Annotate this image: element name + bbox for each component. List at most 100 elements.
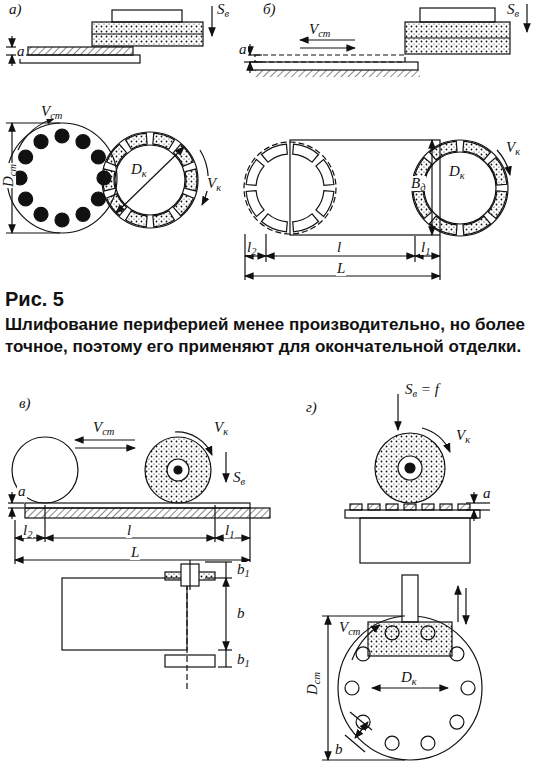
drawing-stroke	[11, 36, 12, 47]
dimension-label: b	[236, 606, 246, 621]
drawing-stroke	[316, 159, 334, 185]
drawing-stroke	[439, 235, 440, 280]
drawing-stroke	[255, 70, 420, 77]
dimension-label: a	[17, 484, 27, 499]
drawing-stroke	[327, 616, 328, 760]
figure-letter: б)	[262, 2, 277, 17]
drawing-stroke	[6, 232, 60, 233]
dimension-label: Vст	[338, 620, 361, 635]
drawing-stroke	[293, 144, 319, 162]
drawing-stroke	[103, 169, 115, 191]
dimension-label: l1	[420, 240, 431, 255]
drawing-stroke	[440, 504, 452, 510]
drawing-stroke	[153, 211, 175, 227]
drawing-stroke	[167, 459, 189, 481]
drawing-stroke	[250, 62, 418, 70]
drawing-stroke	[450, 715, 464, 729]
drawing-stroke	[14, 520, 15, 564]
drawing-stroke	[12, 437, 78, 503]
scheme-b-side	[244, 4, 527, 77]
drawing-stroke	[461, 681, 475, 695]
dimension-label: b1	[236, 562, 251, 577]
drawing-stroke	[368, 622, 452, 656]
drawing-stroke	[8, 502, 24, 503]
drawing-stroke	[375, 433, 445, 503]
dimension-label: Vст	[92, 420, 115, 435]
drawing-stroke	[173, 194, 193, 216]
drawing-stroke	[414, 236, 415, 262]
dimension-label: Sв	[232, 470, 246, 485]
drawing-stroke	[76, 207, 90, 221]
dimension-label: Bд	[410, 176, 426, 191]
drawing-stroke	[211, 6, 212, 36]
drawing-stroke	[265, 234, 266, 262]
drawing-stroke	[165, 655, 215, 667]
drawing-stroke	[488, 191, 507, 219]
dimension-label: Dк	[400, 670, 418, 685]
dimension-label: Sв	[506, 2, 520, 17]
dimension-label: l2	[22, 523, 33, 538]
drawing-stroke	[360, 518, 470, 563]
drawing-stroke	[75, 447, 135, 448]
drawing-stroke	[175, 432, 212, 455]
scheme-a-side	[6, 6, 212, 66]
figure-letter: в)	[18, 396, 32, 411]
drawing-stroke	[421, 736, 435, 750]
dimension-label: Dст	[1, 163, 16, 188]
drawing-stroke	[345, 681, 359, 695]
drawing-stroke	[413, 141, 507, 235]
drawing-stroke	[398, 456, 422, 480]
drawing-stroke	[405, 463, 415, 473]
dimension-label: a	[482, 486, 492, 501]
drawing-stroke	[249, 62, 250, 73]
drawing-stroke	[463, 141, 491, 160]
drawing-stroke	[115, 145, 185, 215]
drawing-stroke	[55, 213, 69, 227]
drawing-stroke	[103, 133, 197, 227]
scheme-d-plan	[322, 575, 482, 760]
drawing-stroke	[218, 666, 232, 667]
drawing-stroke	[420, 8, 495, 22]
drawing-stroke	[430, 216, 458, 235]
drawing-stroke	[225, 452, 226, 482]
drawing-stroke	[350, 504, 470, 510]
scheme-a-plan	[6, 118, 208, 233]
drawing-stroke	[404, 504, 416, 510]
drawing-stroke	[466, 502, 490, 503]
drawing-stroke	[293, 214, 319, 232]
drawing-stroke	[322, 759, 405, 760]
dimension-label: L	[336, 261, 346, 276]
scheme-b-plan	[244, 140, 510, 280]
drawing-stroke	[34, 207, 48, 221]
drawing-stroke	[413, 191, 432, 219]
drawing-stroke	[218, 649, 232, 650]
drawing-stroke	[466, 509, 490, 510]
drawing-stroke	[153, 133, 175, 149]
drawing-stroke	[13, 129, 111, 227]
drawing-stroke	[368, 504, 380, 510]
drawing-stroke	[205, 577, 232, 578]
dimension-label: b1	[236, 652, 251, 667]
drawing-stroke	[11, 508, 12, 519]
dimension-label: Vк	[505, 140, 521, 155]
drawing-stroke	[261, 214, 287, 232]
drawing-stroke	[11, 55, 12, 66]
drawing-stroke	[126, 211, 148, 227]
drawing-stroke	[386, 504, 398, 510]
drawing-stroke	[431, 140, 432, 235]
scheme-d-side	[345, 394, 490, 563]
dimension-label: a	[238, 42, 248, 57]
drawing-stroke	[422, 504, 434, 510]
drawing-stroke	[322, 615, 405, 616]
dimension-label: l	[126, 523, 132, 538]
dimension-label: l2	[246, 240, 257, 255]
drawing-stroke	[255, 55, 405, 62]
dimension-label: Sв = f	[404, 382, 440, 397]
drawing-stroke	[355, 722, 368, 738]
drawing-stroke	[338, 616, 482, 760]
drawing-stroke	[244, 142, 336, 234]
drawing-stroke	[174, 466, 182, 474]
drawing-stroke	[458, 504, 470, 510]
drawing-stroke	[300, 47, 355, 48]
